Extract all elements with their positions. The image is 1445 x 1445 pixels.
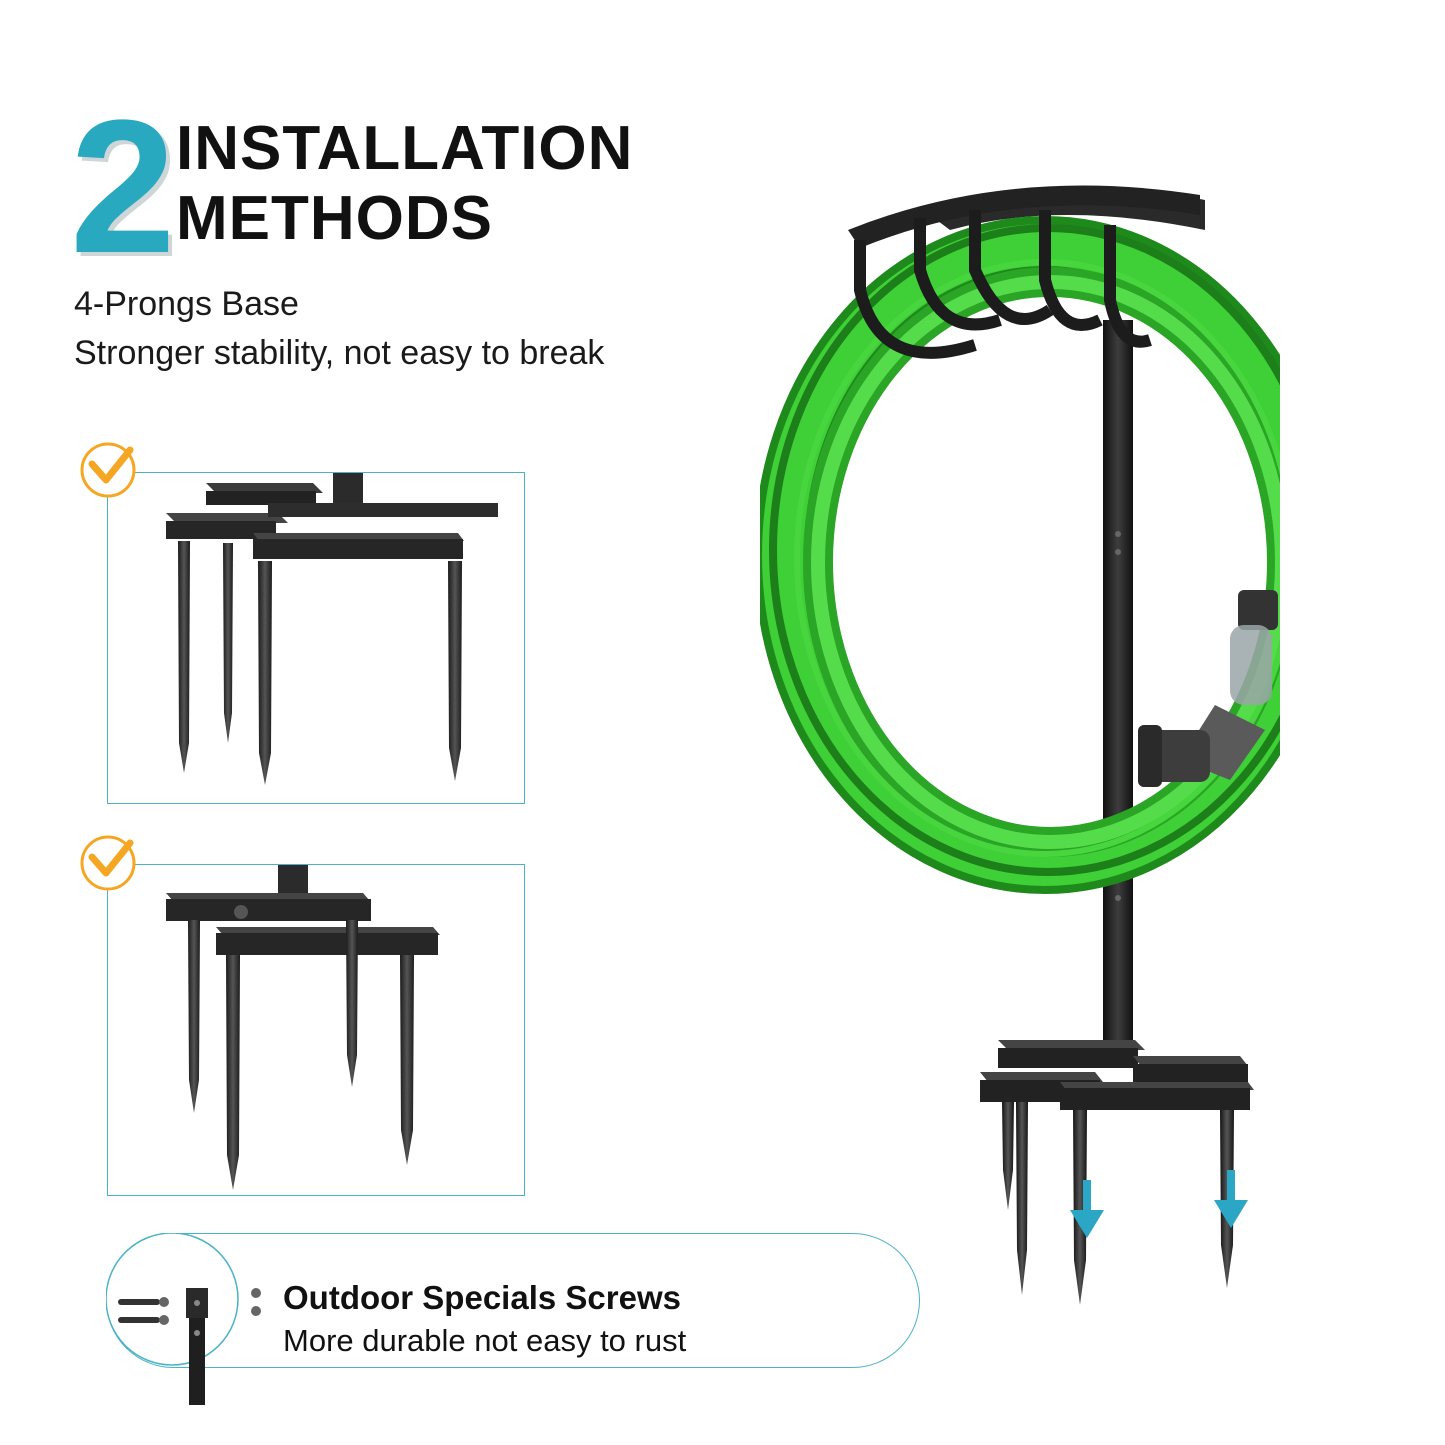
hose-reel-stand-image (760, 185, 1280, 1305)
install-panel-2 (107, 864, 525, 1196)
heading-number: 2 (70, 81, 176, 293)
feature-subtitle: More durable not easy to rust (283, 1323, 687, 1358)
heading-line2: METHODS (176, 184, 493, 253)
subtitle-line2: Stronger stability, not easy to break (74, 334, 605, 372)
feature-pill (106, 1233, 920, 1368)
feature-title: Outdoor Specials Screws (283, 1279, 681, 1316)
prong-base-image-1 (166, 473, 498, 785)
install-panel-1 (107, 472, 525, 804)
arrow-down-icon (1070, 1170, 1248, 1238)
heading-line1: INSTALLATION (176, 114, 634, 183)
subtitle-line1: 4-Prongs Base (74, 285, 299, 323)
screws-icon (106, 1233, 261, 1405)
prong-base-image-2 (166, 865, 440, 1190)
spray-nozzle (1138, 590, 1278, 787)
check-circle-icon (80, 835, 136, 891)
check-circle-icon (80, 442, 136, 498)
